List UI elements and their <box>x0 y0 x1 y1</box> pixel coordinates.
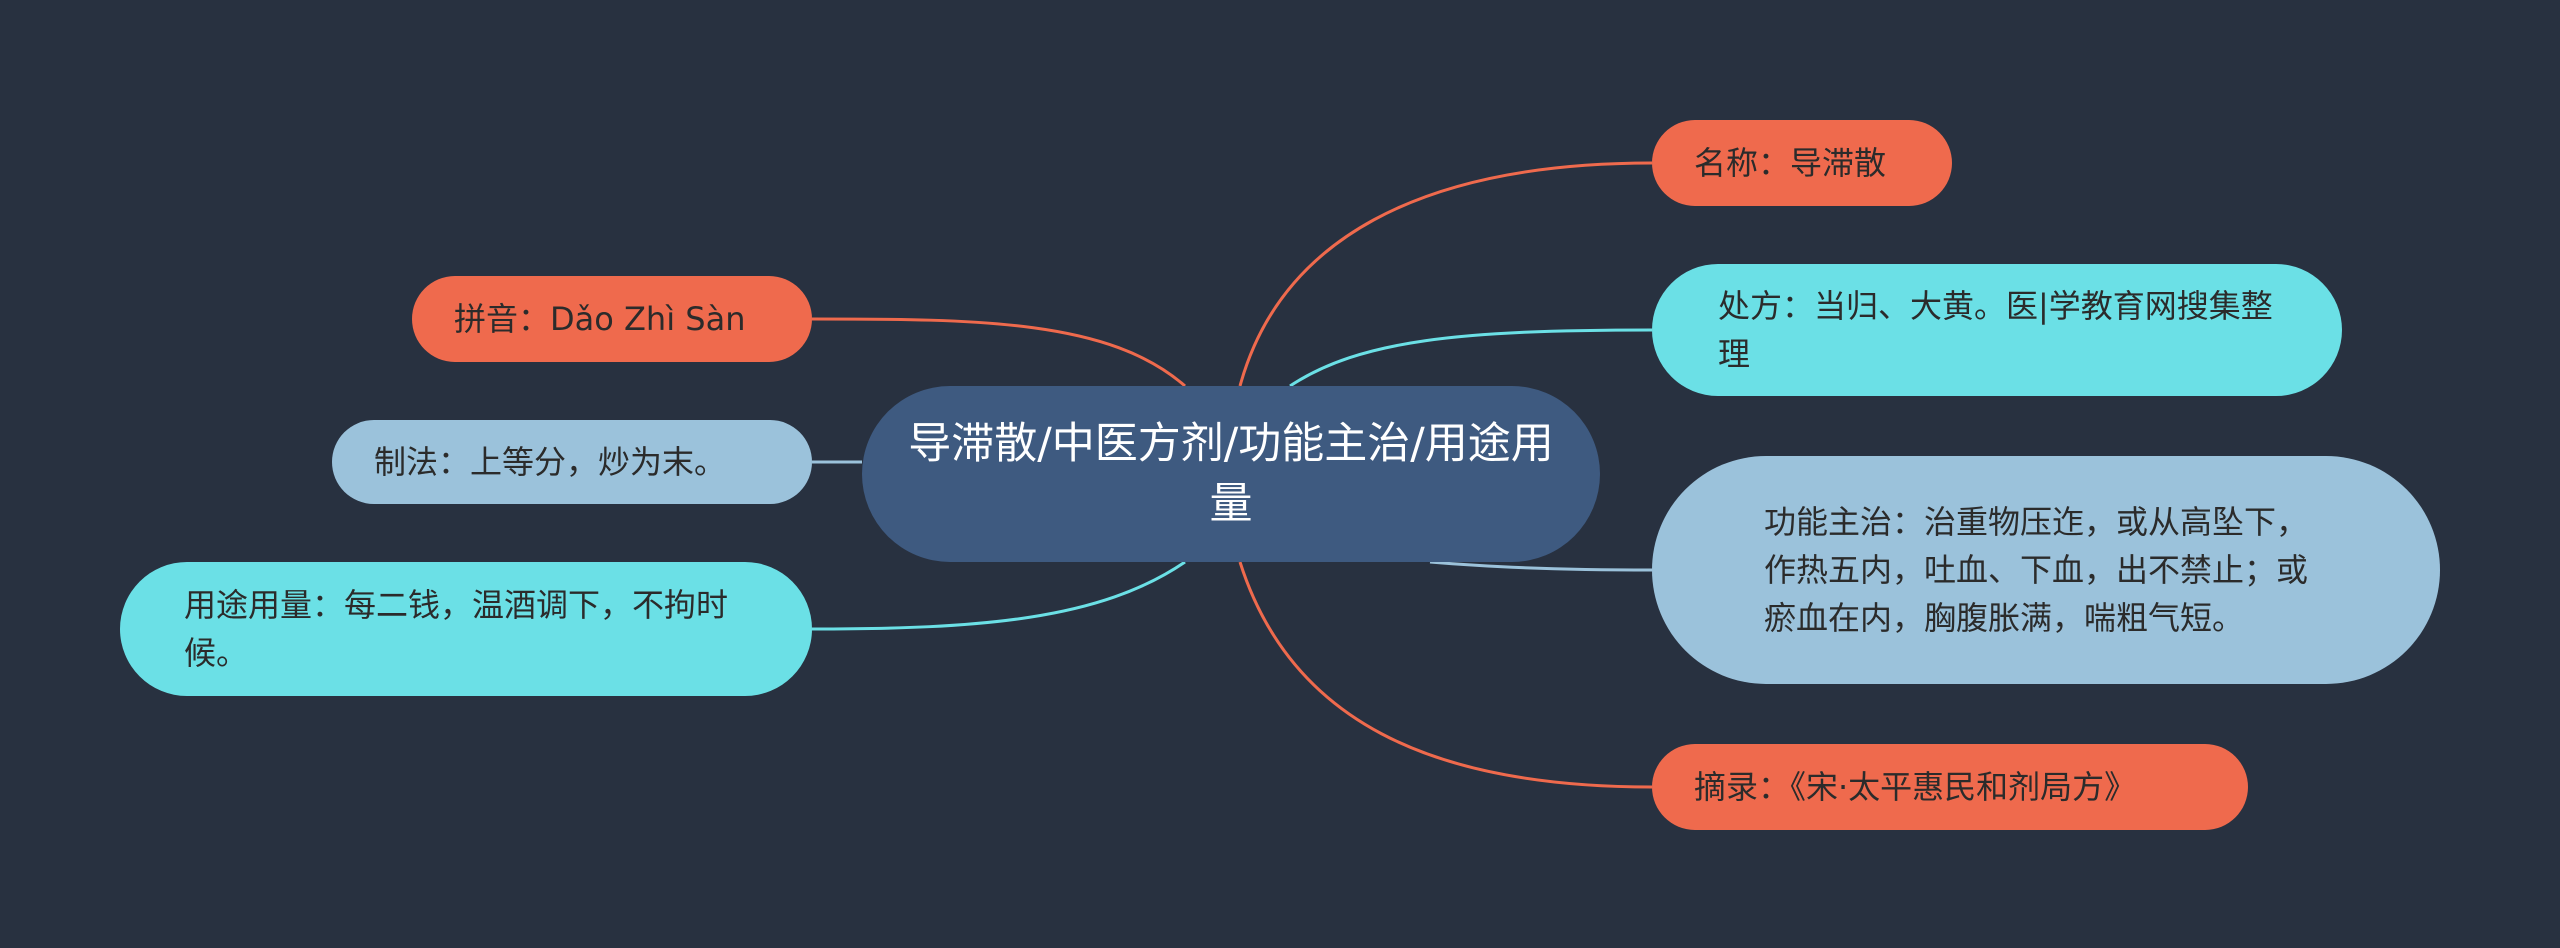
central-topic-label: 导滞散/中医方剂/功能主治/用途用量 <box>908 419 1554 529</box>
link-excerpt <box>1238 561 1653 789</box>
node-function[interactable]: 功能主治：治重物压迮，或从高坠下，作热五内，吐血、下血，出不禁止；或瘀血在内，胸… <box>1652 456 2440 684</box>
node-function-label: 功能主治：治重物压迮，或从高坠下，作热五内，吐血、下血，出不禁止；或瘀血在内，胸… <box>1764 503 2309 637</box>
link-usage <box>811 560 1186 631</box>
node-prescription-label: 处方：当归、大黄。医|学教育网搜集整理 <box>1718 287 2273 373</box>
link-function <box>1429 560 1653 572</box>
node-usage-label: 用途用量：每二钱，温酒调下，不拘时候。 <box>184 586 729 672</box>
node-pinyin[interactable]: 拼音：Dǎo Zhì Sàn <box>412 276 812 362</box>
node-name-label: 名称：导滞散 <box>1694 144 1887 182</box>
node-method-label: 制法：上等分，炒为末。 <box>374 443 727 481</box>
node-pinyin-label: 拼音：Dǎo Zhì Sàn <box>454 300 746 338</box>
node-excerpt-label: 摘录：《宋·太平惠民和剂局方》 <box>1694 768 2137 806</box>
node-name[interactable]: 名称：导滞散 <box>1652 120 1952 206</box>
link-prescription <box>1289 328 1653 388</box>
node-method[interactable]: 制法：上等分，炒为末。 <box>332 420 812 504</box>
node-excerpt[interactable]: 摘录：《宋·太平惠民和剂局方》 <box>1652 744 2248 830</box>
link-pinyin <box>811 317 1186 388</box>
link-name <box>1238 161 1653 387</box>
node-prescription[interactable]: 处方：当归、大黄。医|学教育网搜集整理 <box>1652 264 2342 396</box>
node-usage[interactable]: 用途用量：每二钱，温酒调下，不拘时候。 <box>120 562 812 696</box>
central-topic[interactable]: 导滞散/中医方剂/功能主治/用途用量 <box>862 386 1600 562</box>
